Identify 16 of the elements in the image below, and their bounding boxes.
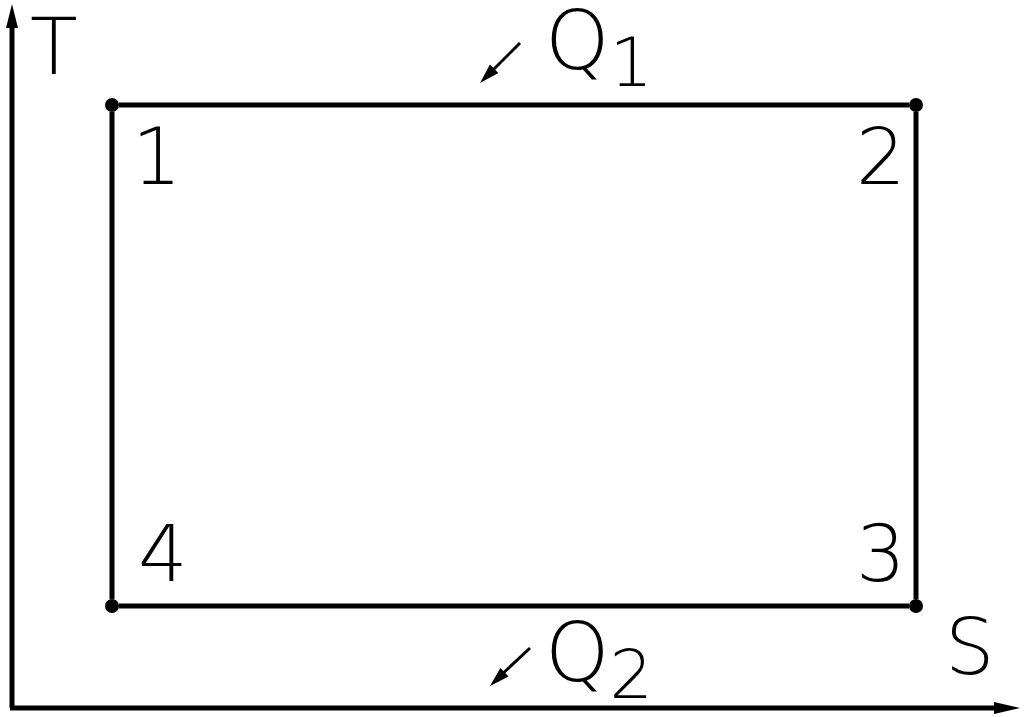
point-number: 4 xyxy=(138,515,188,593)
state-point xyxy=(105,98,119,112)
point-number: 2 xyxy=(856,118,906,196)
point-number: 3 xyxy=(856,515,906,593)
heat-label: Q$_{1}$ xyxy=(545,0,654,98)
state-point xyxy=(909,599,923,613)
process-line xyxy=(119,603,909,609)
axis-label: S xyxy=(945,608,995,686)
process-line xyxy=(913,112,919,599)
state-point xyxy=(105,599,119,613)
process-line xyxy=(119,102,909,108)
state-point xyxy=(909,98,923,112)
process-line xyxy=(109,112,115,599)
heat-label: Q$_{2}$ xyxy=(545,612,654,710)
axis-label: T xyxy=(30,8,78,86)
point-number: 1 xyxy=(132,118,182,196)
